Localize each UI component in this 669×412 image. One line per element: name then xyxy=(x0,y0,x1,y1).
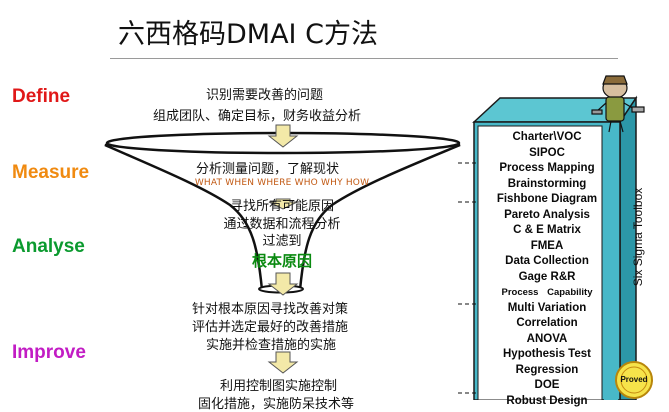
phase-measure-label: Measure xyxy=(12,162,90,183)
proved-badge-text: Proved xyxy=(620,375,648,384)
control-line-2: 固化措施，实施防呆技术等 xyxy=(198,397,355,412)
control-line-1: 利用控制图实施控制 xyxy=(220,379,338,394)
toolbox-connectors xyxy=(458,162,478,394)
analyse-line-2: 通过数据和流程分析 xyxy=(223,217,341,232)
tool-item: SIPOC xyxy=(529,146,565,159)
arrow-define-to-measure xyxy=(267,124,299,148)
tool-item: Regression xyxy=(515,363,579,376)
tool-item: Correlation xyxy=(516,317,578,329)
tool-item: Fishbone Diagram xyxy=(496,193,598,205)
flow-arrows xyxy=(267,124,299,374)
tool-item: ANOVA xyxy=(526,332,568,345)
tool-item: Process Capability xyxy=(501,287,593,298)
improve-line-2: 评估并选定最好的改善措施 xyxy=(192,320,349,335)
arrow-analyse-to-improve xyxy=(267,272,299,296)
root-cause-label: 根本原因 xyxy=(251,252,312,270)
tool-item: Multi Variation xyxy=(507,301,587,314)
tool-item: FMEA xyxy=(530,239,564,252)
arrow-measure-to-analyse xyxy=(268,198,298,210)
phase-define-label: Define xyxy=(12,86,71,107)
arrow-improve-to-control xyxy=(267,351,299,374)
analyse-line-1: 寻找所有可能原因 xyxy=(230,199,335,214)
phase-analyse-label: Analyse xyxy=(12,236,85,257)
toolbox-tool-panel xyxy=(477,125,603,400)
measure-line-1: 分析测量问题，了解现状 xyxy=(196,162,340,177)
phase-improve-label: Improve xyxy=(12,342,86,363)
define-line-1: 识别需要改善的问题 xyxy=(206,88,324,103)
tool-item: DOE xyxy=(534,379,560,391)
tool-item: Pareto Analysis xyxy=(504,208,590,221)
toolbox-tool-list: Charter\VOC SIPOC Process Mapping Brains… xyxy=(474,130,620,409)
tool-item: Process Mapping xyxy=(499,162,595,174)
toolbox-label: Six Sigma Toolbox xyxy=(631,187,645,287)
tool-item: Brainstorming xyxy=(507,177,587,190)
dmaic-funnel-diagram xyxy=(104,75,653,400)
worker-mascot-icon xyxy=(591,75,645,133)
improve-line-3: 实施并检查措施的实施 xyxy=(206,338,337,353)
define-line-2: 组成团队、确定目标，财务收益分析 xyxy=(153,109,362,124)
tool-item: Hypothesis Test xyxy=(503,348,591,360)
analyse-line-3: 过滤到 xyxy=(262,234,302,249)
tool-item: Data Collection xyxy=(505,255,589,267)
page-title: 六西格码DMAI C方法 xyxy=(118,19,378,50)
toolbox-label-strip xyxy=(604,126,618,400)
title-divider xyxy=(110,58,618,59)
tool-item: C & E Matrix xyxy=(513,224,581,236)
tool-item: Gage R&R xyxy=(518,270,576,283)
tool-item: Charter\VOC xyxy=(512,131,582,143)
tool-item: Robust Design xyxy=(506,394,588,407)
measure-questions: WHAT WHEN WHERE WHO WHY HOW xyxy=(194,178,370,188)
improve-line-1: 针对根本原因寻找改善对策 xyxy=(192,302,349,317)
